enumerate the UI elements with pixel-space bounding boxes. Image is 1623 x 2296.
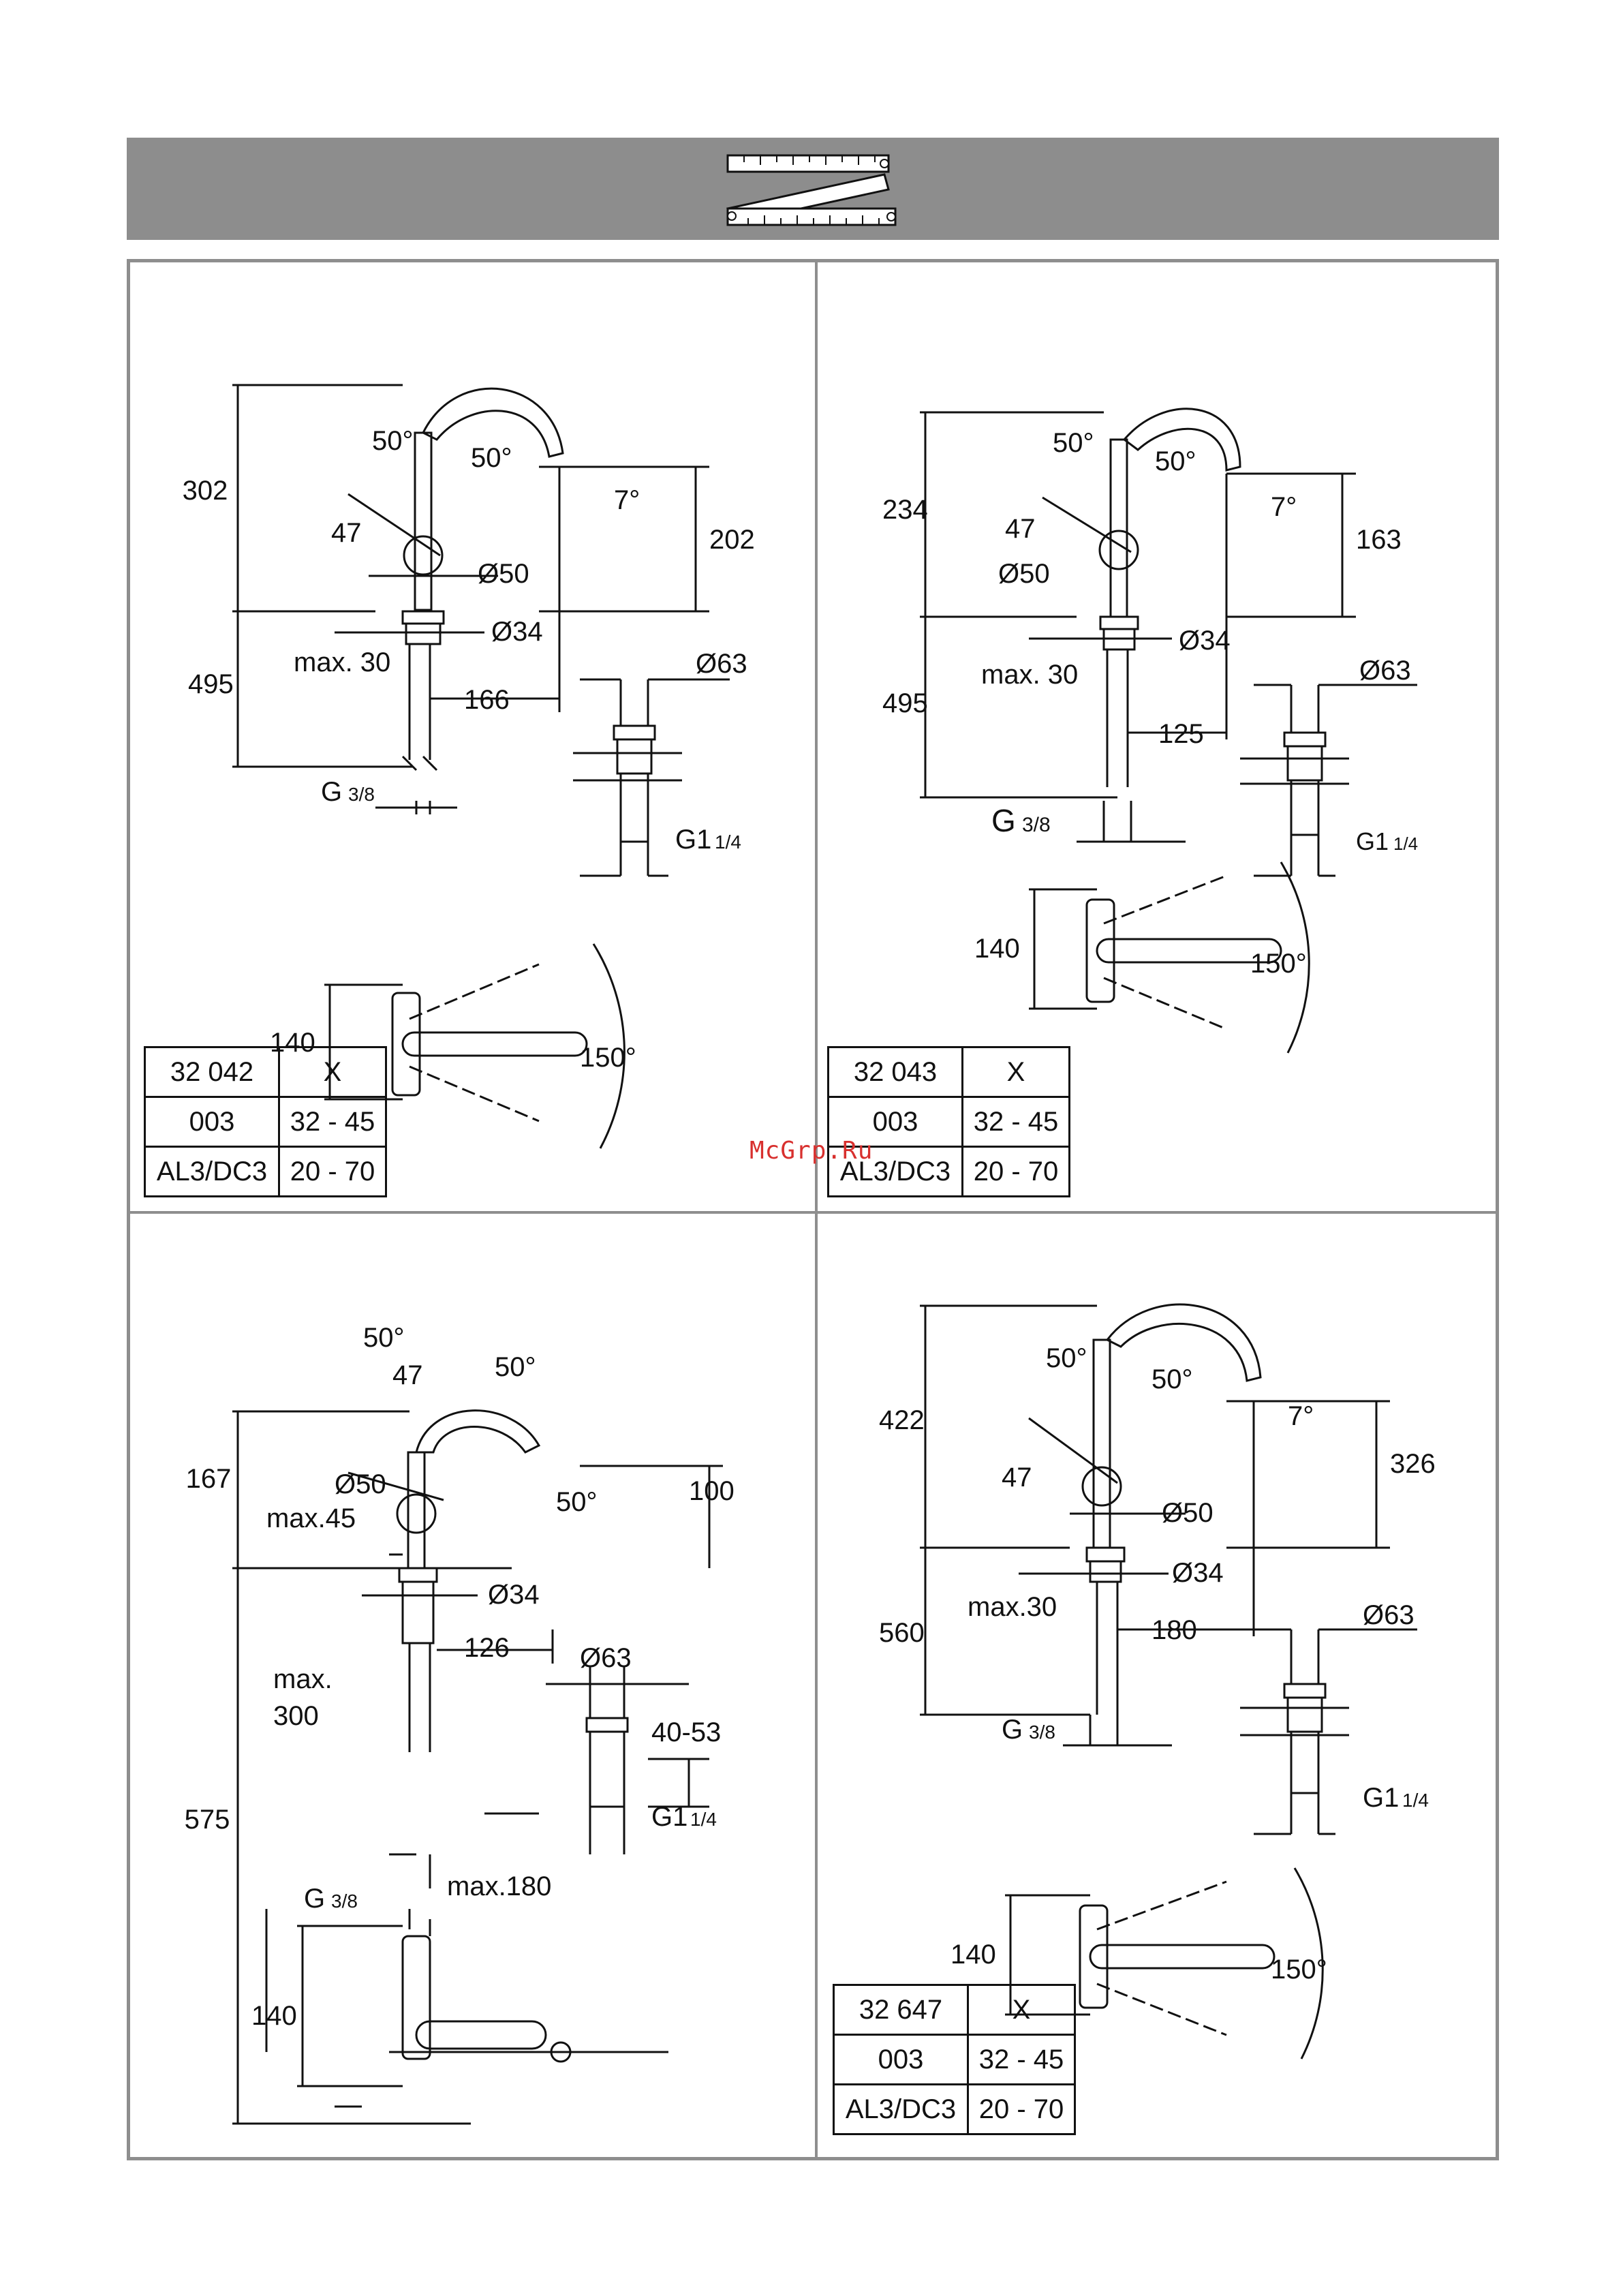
dim-shank-dia: Ø34 — [491, 617, 543, 647]
dim-body-dia: Ø50 — [998, 559, 1050, 589]
dim-angle-spout: 7° — [614, 485, 640, 515]
dim-h-spout: 326 — [1390, 1449, 1436, 1479]
dim-waste-thread: G1 — [1363, 1783, 1399, 1813]
dim-h-spout: 163 — [1356, 525, 1402, 555]
dim-shank-dia: Ø34 — [488, 1580, 540, 1610]
dim-angle-spout: 7° — [1288, 1401, 1314, 1431]
dim-angle-right: 50° — [495, 1352, 536, 1382]
dim-h-spout: 202 — [709, 525, 755, 555]
dim-swivel: 150° — [580, 1043, 636, 1073]
dim-reach: 125 — [1158, 719, 1204, 749]
header-band — [127, 138, 1499, 240]
dim-waste-frac: 1/4 — [1402, 1790, 1429, 1811]
dim-waste-thread: G1 — [651, 1802, 687, 1832]
dim-h-below: 495 — [188, 669, 234, 699]
dim-deck-max: max. 30 — [981, 660, 1078, 690]
panel-32647: 422 326 560 47 50° 50° 7° Ø50 Ø34 max.30… — [818, 1214, 1499, 2160]
dim-h-total: 167 — [186, 1464, 232, 1494]
dim-angle-right: 50° — [1155, 446, 1196, 476]
dim-reach: 126 — [464, 1633, 510, 1663]
dim-swivel: 150° — [1250, 949, 1307, 979]
dim-h-below: 575 — [185, 1805, 230, 1835]
dim-waste-frac: 1/4 — [715, 831, 741, 853]
faucet-drawing: 422 326 560 47 50° 50° 7° Ø50 Ø34 max.30… — [879, 1303, 1436, 2060]
faucet-drawing: 234 163 495 47 50° 50° 7° Ø50 Ø34 max. 3… — [882, 408, 1418, 1054]
grid-divider-vertical — [815, 262, 818, 2157]
dim-waste-thread: G1 — [1356, 827, 1389, 855]
watermark: McGrp.Ru — [749, 1137, 874, 1165]
dim-conn-g: G — [321, 777, 342, 807]
dim-conn-frac: 3/8 — [1029, 1721, 1055, 1743]
dim-max-val: 300 — [273, 1701, 319, 1731]
dim-angle-left: 50° — [1053, 428, 1094, 458]
dim-waste-frac: 1/4 — [690, 1809, 717, 1830]
dim-lever-offset: 47 — [392, 1360, 423, 1390]
panel-32043: 234 163 495 47 50° 50° 7° Ø50 Ø34 max. 3… — [818, 262, 1499, 1211]
dim-top-h: 140 — [974, 934, 1020, 964]
panel-grid: 302 202 495 47 50° 50° 7° Ø50 Ø34 max. 3… — [127, 259, 1499, 2160]
dim-reach: 180 — [1151, 1615, 1197, 1645]
dim-angle-left: 50° — [1046, 1343, 1087, 1373]
grid-divider-horizontal — [130, 1211, 1496, 1214]
dim-body-dia: Ø50 — [478, 559, 529, 589]
dim-deck-max: max. 30 — [294, 647, 390, 677]
dim-lever-offset: 47 — [1005, 514, 1036, 544]
dim-body-dia: Ø50 — [1162, 1498, 1214, 1528]
dim-waste-dia: Ø63 — [1363, 1600, 1415, 1630]
dim-angle-spout: 50° — [556, 1487, 598, 1517]
panel-32042: 302 202 495 47 50° 50° 7° Ø50 Ø34 max. 3… — [130, 262, 815, 1211]
faucet-drawing: 50° 50° 47 167 50° 100 Ø50 max.45 Ø34 12… — [185, 1323, 735, 2125]
dim-deck-max: max.45 — [266, 1503, 356, 1533]
dim-h-total: 302 — [183, 476, 228, 506]
dim-shank-dia: Ø34 — [1172, 1558, 1224, 1588]
panel-bidet: 50° 50° 47 167 50° 100 Ø50 max.45 Ø34 12… — [130, 1214, 815, 2160]
dim-angle-right: 50° — [471, 443, 512, 473]
dim-waste-dia: Ø63 — [580, 1643, 632, 1673]
dim-swivel: 150° — [1271, 1955, 1327, 1985]
dim-waste-range: 40-53 — [651, 1717, 721, 1747]
dim-angle-right: 50° — [1151, 1364, 1193, 1394]
dim-h-spout: 100 — [689, 1476, 735, 1506]
dim-conn-frac: 3/8 — [1022, 814, 1051, 836]
dim-max: max. — [273, 1664, 333, 1694]
folding-ruler-icon — [726, 154, 897, 226]
dim-h-total: 234 — [882, 495, 928, 525]
dim-waste-dia: Ø63 — [696, 649, 747, 679]
dim-lever-offset: 47 — [331, 518, 362, 548]
dim-rod-max: max.180 — [447, 1871, 551, 1901]
dim-angle-spout: 7° — [1271, 492, 1297, 522]
dim-waste-frac: 1/4 — [1393, 833, 1418, 854]
dim-conn-frac: 3/8 — [331, 1891, 358, 1912]
dim-conn-g: G — [1002, 1715, 1023, 1745]
dim-conn-g: G — [991, 803, 1016, 838]
dim-conn-frac: 3/8 — [348, 784, 375, 805]
dim-waste-dia: Ø63 — [1359, 656, 1411, 686]
dim-deck-max: max.30 — [968, 1592, 1057, 1622]
dim-h-below: 495 — [882, 688, 928, 718]
dim-conn-g: G — [304, 1884, 325, 1914]
dim-body-dia: Ø50 — [335, 1469, 386, 1499]
dim-lever-offset: 47 — [1002, 1463, 1032, 1493]
dim-reach: 166 — [464, 685, 510, 715]
dim-waste-thread: G1 — [675, 825, 711, 855]
dim-h-total: 422 — [879, 1405, 925, 1435]
dim-h-below: 560 — [879, 1618, 925, 1648]
dim-shank-dia: Ø34 — [1179, 626, 1231, 656]
dim-angle-left: 50° — [363, 1323, 405, 1353]
dim-top-h: 140 — [251, 2001, 297, 2031]
dim-angle-left: 50° — [372, 426, 414, 456]
dim-top-h: 140 — [950, 1940, 996, 1970]
